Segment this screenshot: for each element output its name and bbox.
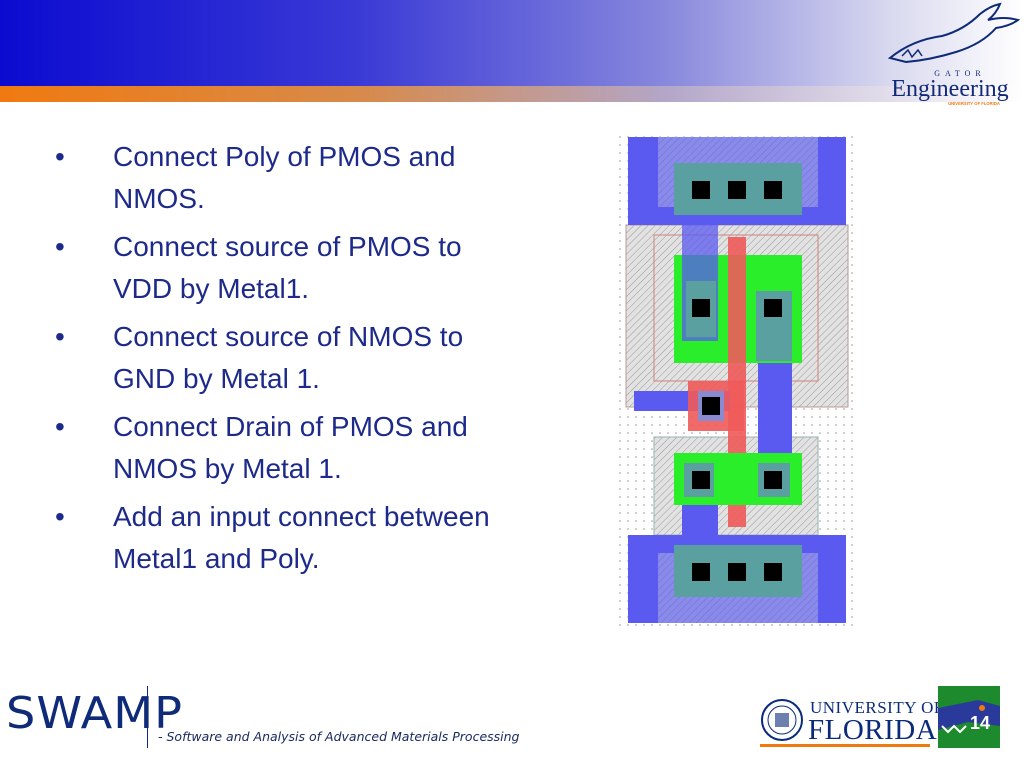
uf-name-line2: FLORIDA (808, 714, 938, 746)
gnd-contact (728, 563, 746, 581)
swamp-separator (147, 686, 148, 748)
logo-word-main: Engineering (891, 76, 1008, 102)
bullet-text: Connect source of NMOS to GND by Metal 1… (113, 321, 464, 394)
nmos-source-contact (692, 471, 710, 489)
bullet-marker: • (55, 501, 65, 532)
bullet-item: • Connect source of NMOS to GND by Metal … (55, 316, 525, 400)
bullet-text: Add an input connect between Metal1 and … (113, 501, 490, 574)
vdd-contact (728, 181, 746, 199)
pmos-source-contact (692, 299, 710, 317)
bullet-text: Connect Poly of PMOS and NMOS. (113, 141, 456, 214)
bullet-marker: • (55, 321, 65, 352)
logo-word-sub: UNIVERSITY OF FLORIDA (948, 101, 1000, 106)
bullet-marker: • (55, 411, 65, 442)
nmos-drain-contact (764, 471, 782, 489)
uf-seal-icon (761, 699, 803, 741)
bullet-item: • Connect source of PMOS to VDD by Metal1… (55, 226, 525, 310)
bullet-marker: • (55, 231, 65, 262)
gnd-contact (692, 563, 710, 581)
header-accent-stripe (0, 86, 1024, 102)
bullet-text: Connect source of PMOS to VDD by Metal1. (113, 231, 462, 304)
bullet-list: • Connect Poly of PMOS and NMOS. • Connect… (55, 136, 525, 586)
gator-engineering-logo: GATOR Engineering UNIVERSITY OF FLORIDA (887, 2, 1021, 106)
gator-mascot-icon (938, 686, 1000, 748)
uf-underline (760, 744, 930, 747)
bullet-text: Connect Drain of PMOS and NMOS by Metal … (113, 411, 468, 484)
swamp-tagline: - Software and Analysis of Advanced Mate… (158, 729, 520, 744)
pmos-drain-contact (764, 299, 782, 317)
slide-number: 14 (969, 713, 991, 733)
uf-name-line1: UNIVERSITY OF (810, 698, 944, 717)
bullet-item: • Connect Drain of PMOS and NMOS by Metal… (55, 406, 525, 490)
vdd-contact (764, 181, 782, 199)
bullet-item: • Add an input connect between Metal1 and… (55, 496, 525, 580)
input-contact (702, 397, 720, 415)
header-band (0, 0, 1024, 86)
vdd-contact (692, 181, 710, 199)
logo-word-top: GATOR (934, 69, 986, 78)
cmos-inverter-layout (618, 135, 858, 629)
bullet-marker: • (55, 141, 65, 172)
gnd-contact (764, 563, 782, 581)
swamp-logo: SWAMP (6, 688, 184, 739)
bullet-item: • Connect Poly of PMOS and NMOS. (55, 136, 525, 220)
footer: SWAMP - Software and Analysis of Advance… (0, 680, 1024, 768)
